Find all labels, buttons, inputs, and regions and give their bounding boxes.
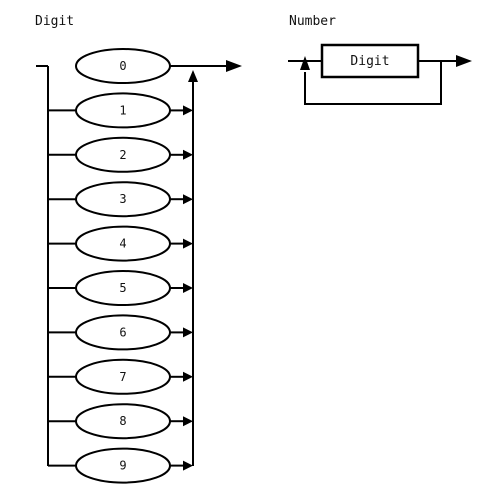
digit-terminal-oval [75,270,171,306]
digit-choice-9: 9 [48,447,193,484]
number-exit-arrow [456,55,472,67]
digit-terminal-oval [75,403,171,440]
digit-choice-1: 1 [48,92,193,129]
digit-terminal-oval [75,181,171,218]
digit-choice-arrow [183,283,193,293]
digit-terminal-oval [75,358,171,395]
digit-terminal-oval [75,136,171,173]
digit-terminal-label: 1 [119,103,126,117]
digit-terminal-label: 9 [119,459,126,473]
digit-choice-arrow [183,460,193,471]
digit-choice-arrow [183,194,193,205]
digit-terminal-label: 3 [119,192,126,206]
digit-terminal-oval [75,48,171,84]
digit-choice-7: 7 [48,358,193,395]
digit-choice-3: 3 [48,181,193,218]
number-loop-path [304,61,442,105]
digit-choice-arrow [183,149,193,160]
digit-terminal-label: 6 [119,325,126,339]
digit-choice-arrow [183,371,193,382]
digit-diagram: Digit 0 1 2 3 4 5 6 7 8 9 [35,14,242,484]
digit-choice-arrow [183,105,193,116]
digit-terminal-label: 7 [119,370,126,384]
digit-choice-5: 5 [48,270,193,306]
digit-choice-arrow [183,416,193,427]
number-diagram-title: Number [289,14,336,29]
digit-choice-8: 8 [48,403,193,440]
digit-terminal-label: 0 [119,59,126,73]
digit-terminal-oval [75,225,171,262]
digit-diagram-title: Digit [35,14,74,29]
digit-nonterminal-label: Digit [350,54,389,69]
digit-terminal-oval [75,447,171,484]
digit-choice-0: 0 [75,48,171,84]
digit-choice-2: 2 [48,136,193,173]
digit-exit-arrow [226,60,242,72]
digit-choices: 0 1 2 3 4 5 6 7 8 9 [48,48,193,484]
digit-terminal-label: 8 [119,414,126,428]
digit-terminal-label: 2 [119,148,126,162]
digit-choice-6: 6 [48,314,193,351]
digit-choice-arrow [183,327,193,338]
digit-choice-arrow [183,238,193,249]
digit-right-bus-arrow [188,70,198,82]
number-diagram: Number Digit [288,14,472,105]
digit-terminal-oval [75,314,171,351]
digit-terminal-oval [75,92,171,129]
digit-terminal-label: 4 [119,237,126,251]
digit-choice-4: 4 [48,225,193,262]
digit-terminal-label: 5 [119,281,126,295]
number-loop-arrow [300,56,310,70]
